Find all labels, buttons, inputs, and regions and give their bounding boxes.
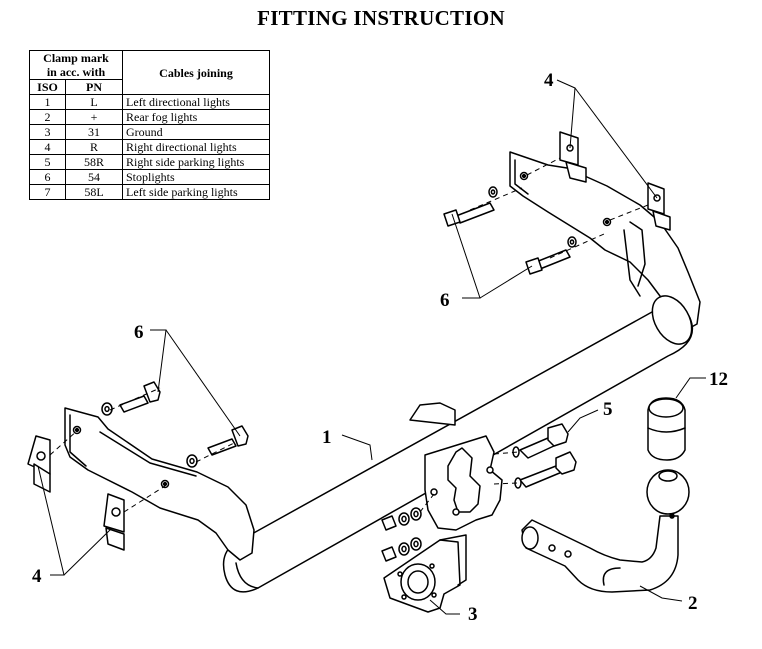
desc-cell: Right directional lights xyxy=(122,139,270,155)
callout-4-left: 4 xyxy=(32,566,42,587)
pn-cell: 54 xyxy=(65,169,123,185)
clamp-mark-header-line2: in acc. with xyxy=(46,65,106,79)
socket-plate-item-3 xyxy=(383,534,467,613)
iso-cell: 7 xyxy=(29,184,66,200)
nuts-and-washers xyxy=(381,507,422,562)
callout-1: 1 xyxy=(322,427,332,448)
callout-labels: 4 6 6 4 1 5 12 3 2 xyxy=(32,70,728,625)
callout-6-right: 6 xyxy=(440,290,450,311)
cables-joining-header: Cables joining xyxy=(122,50,270,95)
pn-header: PN xyxy=(65,79,123,95)
bolts-right-item-6 xyxy=(443,186,577,275)
desc-cell: Ground xyxy=(122,124,270,140)
pn-cell: 31 xyxy=(65,124,123,140)
table-row: 6 54 Stoplights xyxy=(29,169,270,185)
bolts-item-5 xyxy=(512,423,577,489)
ball-neck-item-2 xyxy=(521,515,679,593)
desc-cell: Left side parking lights xyxy=(122,184,270,200)
table-row: 4 R Right directional lights xyxy=(29,139,270,155)
table-header-row: Clamp mark in acc. with Cables joining xyxy=(29,50,270,95)
callout-4-right: 4 xyxy=(544,70,554,91)
callout-3: 3 xyxy=(468,604,478,625)
callout-5: 5 xyxy=(603,399,613,420)
page-title: FITTING INSTRUCTION xyxy=(257,6,505,30)
callout-12: 12 xyxy=(709,369,728,390)
hitch-bracket xyxy=(409,402,503,531)
clamp-mark-header: Clamp mark in acc. with xyxy=(29,50,123,80)
desc-cell: Stoplights xyxy=(122,169,270,185)
ball-cap-item-12 xyxy=(647,397,686,461)
callout-6-left: 6 xyxy=(134,322,144,343)
table-row: 7 58L Left side parking lights xyxy=(29,184,270,200)
table-row: 3 31 Ground xyxy=(29,124,270,140)
clamp-mark-header-line1: Clamp mark xyxy=(43,51,109,65)
desc-cell: Right side parking lights xyxy=(122,154,270,170)
tow-ball xyxy=(646,469,690,519)
main-crossbar xyxy=(222,295,694,593)
pn-cell: 58L xyxy=(65,184,123,200)
leader-lines xyxy=(37,79,706,615)
clamp-plates-left-item-4 xyxy=(27,435,125,551)
left-mounting-plate xyxy=(64,407,255,561)
cables-joining-table: Clamp mark in acc. with Cables joining I… xyxy=(29,50,270,200)
assembly-dashed-lines xyxy=(49,157,649,513)
callout-2: 2 xyxy=(688,593,698,614)
